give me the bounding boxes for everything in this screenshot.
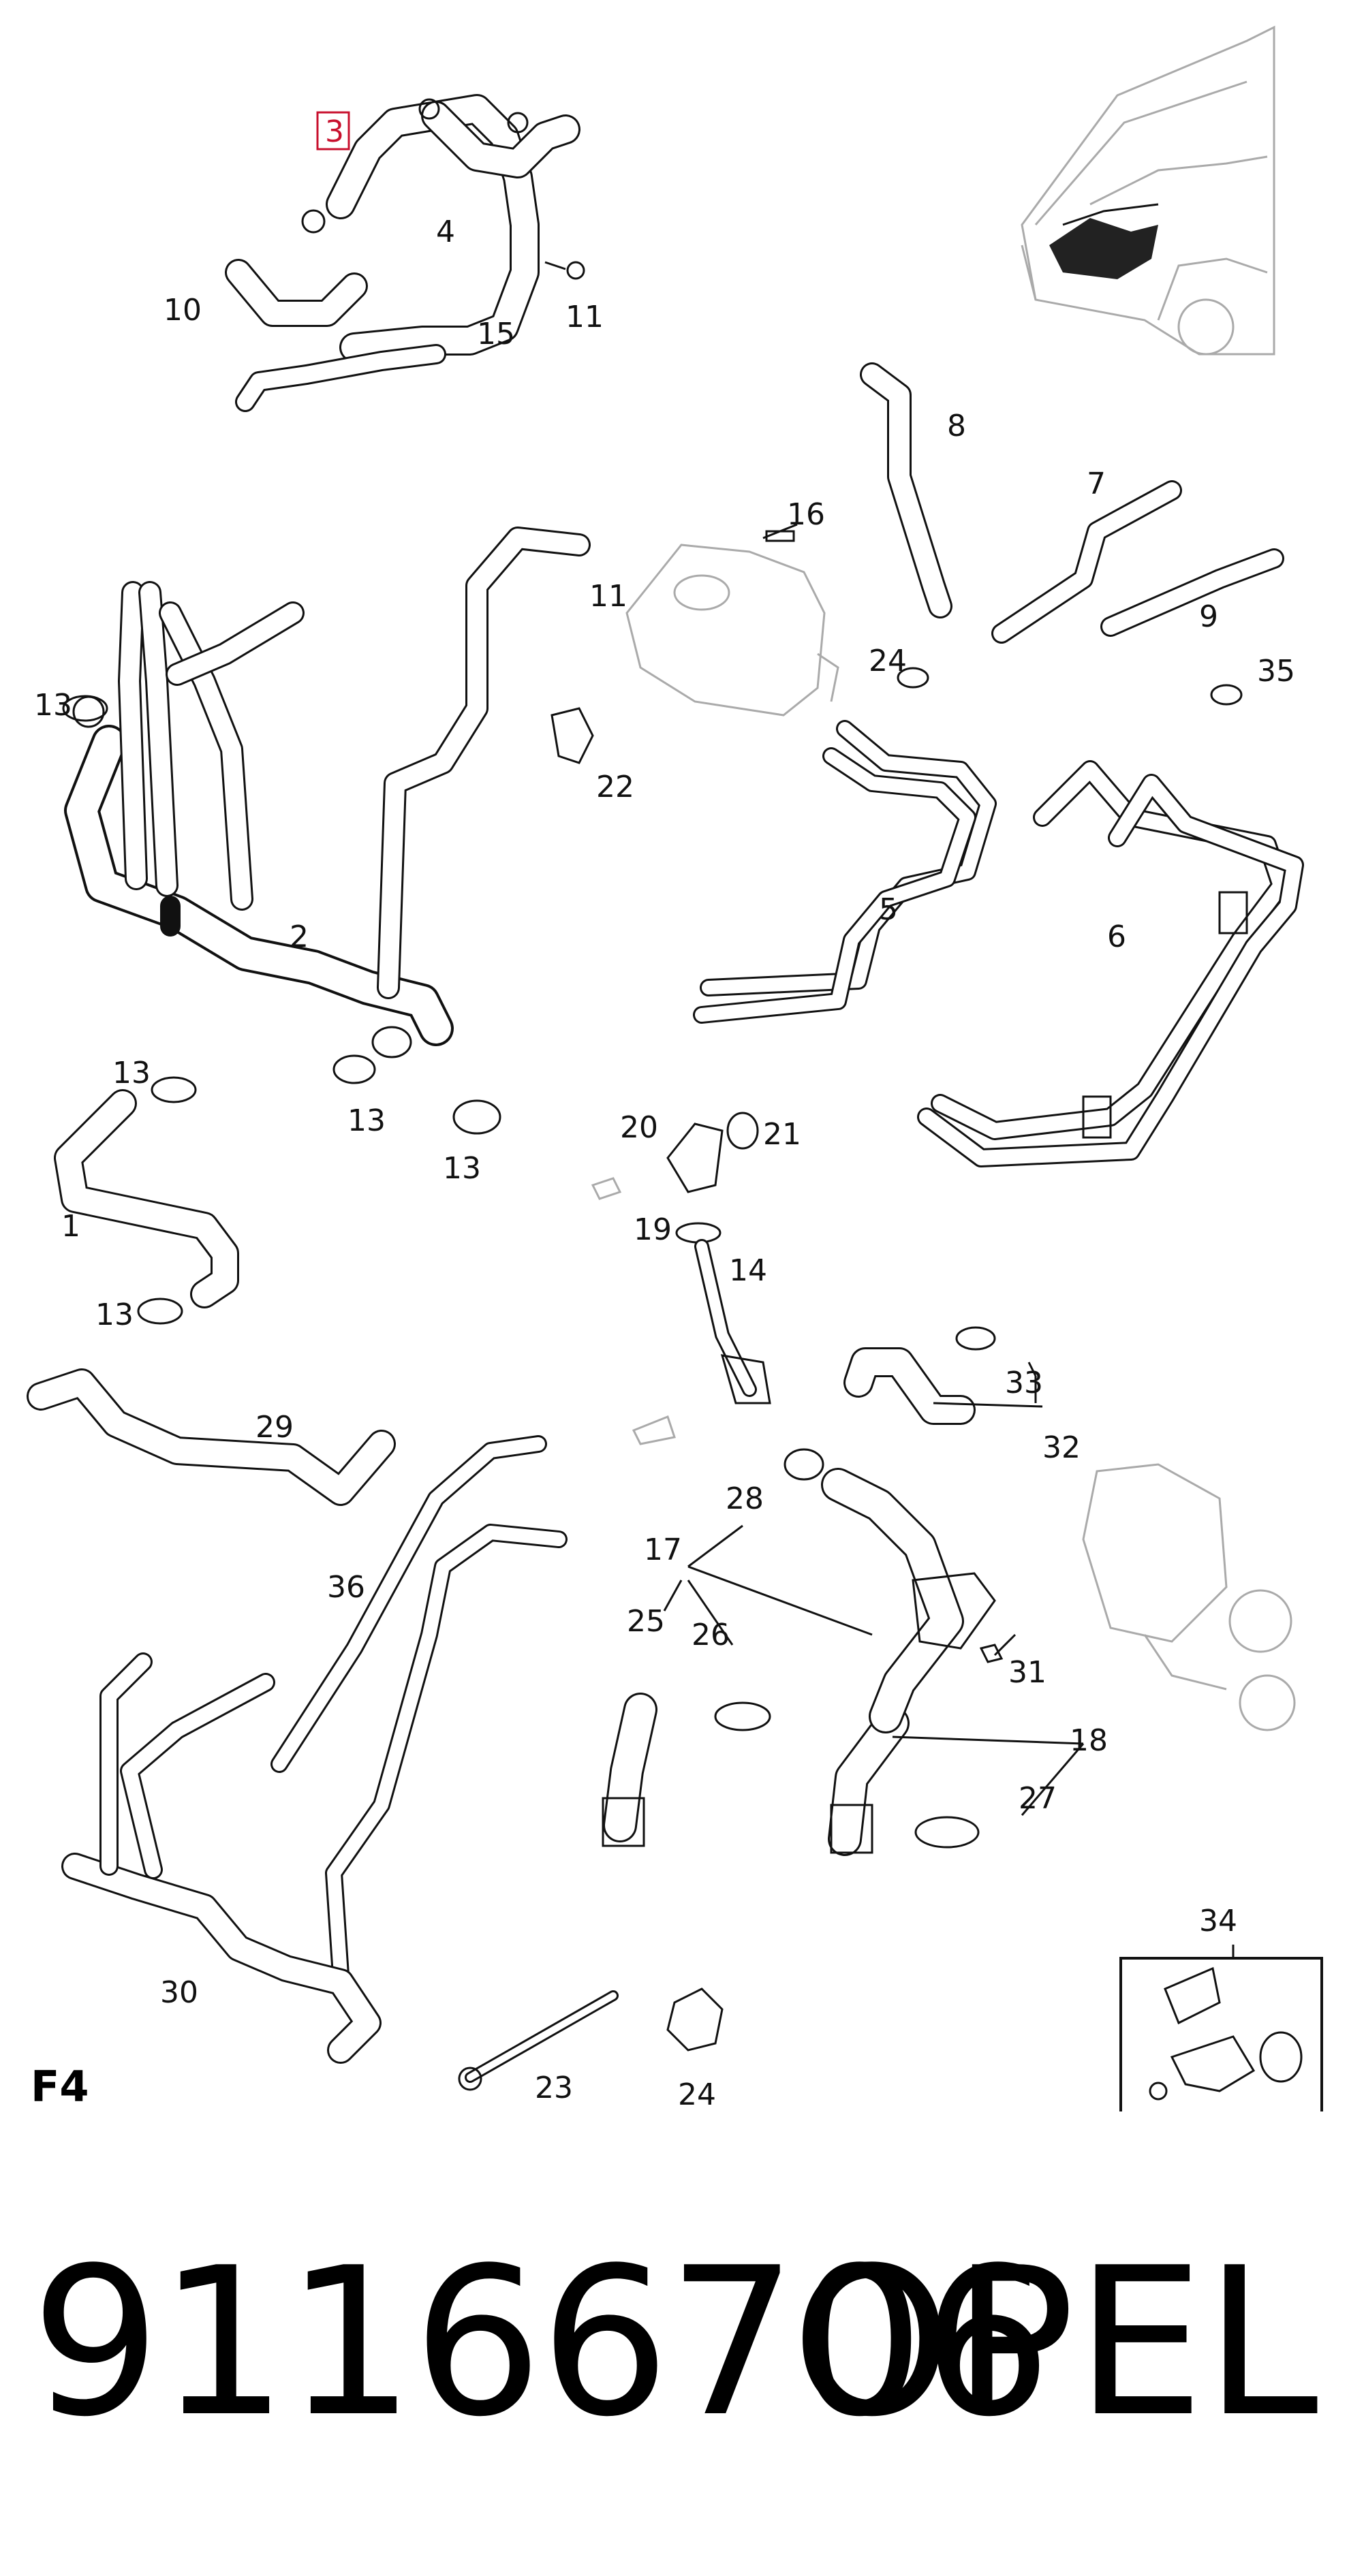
label-20[interactable]: 15 <box>477 317 515 351</box>
leader-lines <box>663 1362 1235 1958</box>
expansion-tank <box>625 544 839 717</box>
label-22[interactable]: 24 <box>678 2077 716 2111</box>
label-5[interactable]: 5 <box>879 892 898 927</box>
label-31[interactable]: 31 <box>1008 1655 1046 1690</box>
section-code: F4 <box>31 2062 89 2111</box>
part-number: 91166706 <box>31 2224 1052 2462</box>
label-13-d[interactable]: 13 <box>95 1298 134 1332</box>
label-27[interactable]: 27 <box>1019 1781 1057 1816</box>
label-12[interactable]: 13 <box>443 1151 481 1186</box>
vehicle-outline <box>1021 25 1275 356</box>
label-21[interactable]: 16 <box>787 497 825 532</box>
label-3[interactable]: 3 <box>325 114 344 149</box>
label-16[interactable]: 21 <box>763 1117 801 1152</box>
label-15[interactable]: 20 <box>620 1110 658 1145</box>
bolt-and-clip <box>458 1988 724 2091</box>
label-13-c[interactable]: 13 <box>347 1103 386 1138</box>
callout-labels: 3 4 10 15 11 8 7 9 16 11 24 35 13 22 2 5… <box>31 111 1295 2111</box>
hose-1 <box>54 1089 239 1308</box>
label-26[interactable]: 26 <box>692 1618 730 1652</box>
thermostat-parts <box>591 1112 771 1445</box>
parts-diagram: 3 4 10 15 11 8 7 9 16 11 24 35 13 22 2 5… <box>27 25 1323 2111</box>
label-32[interactable]: 32 <box>1042 1430 1081 1465</box>
label-25[interactable]: 25 <box>627 1604 665 1639</box>
hose-assembly-30-36 <box>61 1435 568 2064</box>
clamps <box>62 695 996 1351</box>
label-23[interactable]: 23 <box>535 2071 573 2105</box>
label-10[interactable]: 10 <box>164 293 202 328</box>
intercooler-pipes <box>602 1347 1004 1856</box>
label-28[interactable]: 28 <box>726 1481 764 1516</box>
label-34[interactable]: 34 <box>1199 1904 1237 1938</box>
hoses-7-8-9 <box>860 362 1284 644</box>
turbocharger-ghost <box>1082 1463 1296 1731</box>
label-6[interactable]: 6 <box>1107 920 1126 954</box>
pipe-assembly-6 <box>917 760 1304 1167</box>
label-9[interactable]: 9 <box>1199 599 1218 634</box>
highlight-box <box>316 111 350 151</box>
label-13-a[interactable]: 13 <box>34 688 72 723</box>
label-35[interactable]: 35 <box>1257 654 1295 689</box>
label-1[interactable]: 1 <box>61 1209 80 1244</box>
label-36[interactable]: 36 <box>327 1570 365 1605</box>
label-8[interactable]: 8 <box>947 409 966 443</box>
hose-29 <box>27 1368 396 1506</box>
part-footer: 91166706 OPEL <box>0 2234 1349 2452</box>
label-11-mid[interactable]: 11 <box>589 579 627 614</box>
label-33[interactable]: 33 <box>1005 1366 1043 1400</box>
label-24-b[interactable]: 18 <box>1070 1723 1108 1758</box>
brand-name: OPEL <box>791 2224 1318 2462</box>
hose-assembly-2 <box>64 527 591 1058</box>
label-13-b[interactable]: 13 <box>112 1056 151 1090</box>
label-11-top[interactable]: 11 <box>565 300 604 334</box>
label-29[interactable]: 29 <box>255 1410 294 1445</box>
pipe-assembly-5 <box>693 720 997 1024</box>
label-19[interactable]: 24 <box>869 644 907 678</box>
small-clips <box>551 523 1243 764</box>
label-7[interactable]: 7 <box>1087 467 1106 501</box>
label-30[interactable]: 30 <box>160 1975 198 2010</box>
label-4[interactable]: 4 <box>436 215 455 249</box>
label-17[interactable]: 19 <box>634 1212 672 1247</box>
label-18[interactable]: 22 <box>596 770 634 804</box>
label-24-a[interactable]: 17 <box>644 1533 682 1567</box>
label-14[interactable]: 14 <box>729 1253 767 1288</box>
inset-box-34 <box>1119 1957 1323 2111</box>
hose-group-top <box>225 94 585 412</box>
label-2[interactable]: 2 <box>290 920 309 954</box>
